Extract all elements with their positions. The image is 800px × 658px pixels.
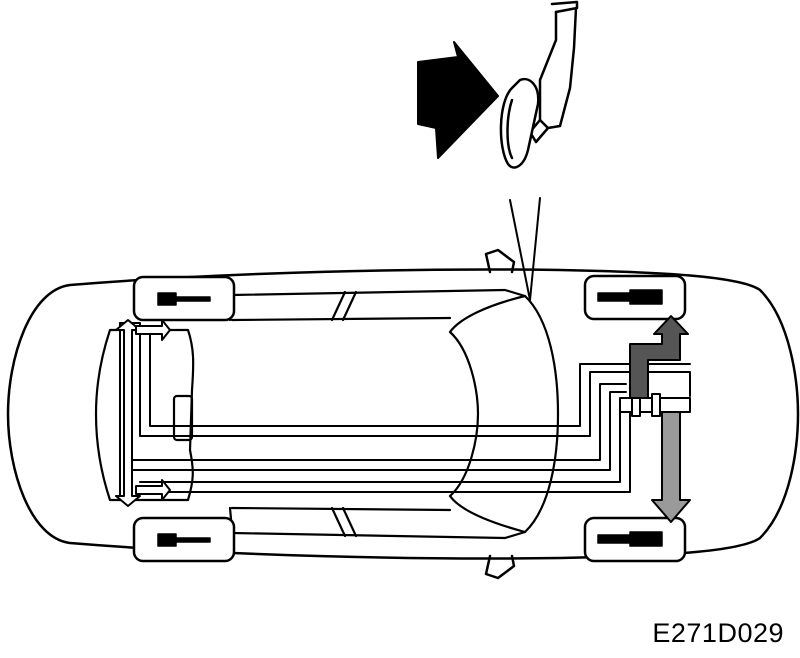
tire-front-bottom: [583, 516, 687, 563]
car-body-outline: [6, 268, 800, 560]
tire-front-top: [583, 274, 687, 321]
brake-lines: [119, 322, 691, 501]
brake-pedal-icon: [499, 0, 579, 169]
press-arrow-icon: [417, 41, 499, 159]
pressure-arrow-dark: [629, 315, 689, 399]
pressure-arrow-light: [651, 411, 691, 523]
tire-rear-bottom: [132, 516, 236, 563]
side-mirror-top: [484, 248, 516, 274]
side-mirror-bottom: [484, 554, 516, 580]
pedal-link-lines: [509, 197, 541, 301]
tire-rear-top: [132, 275, 236, 322]
control-valve: [619, 393, 691, 417]
rear-deck-outline: [94, 328, 195, 502]
cabin-outline: [228, 288, 560, 540]
figure-code: E271D029: [652, 618, 784, 648]
rear-axle-arrows: [115, 319, 171, 507]
